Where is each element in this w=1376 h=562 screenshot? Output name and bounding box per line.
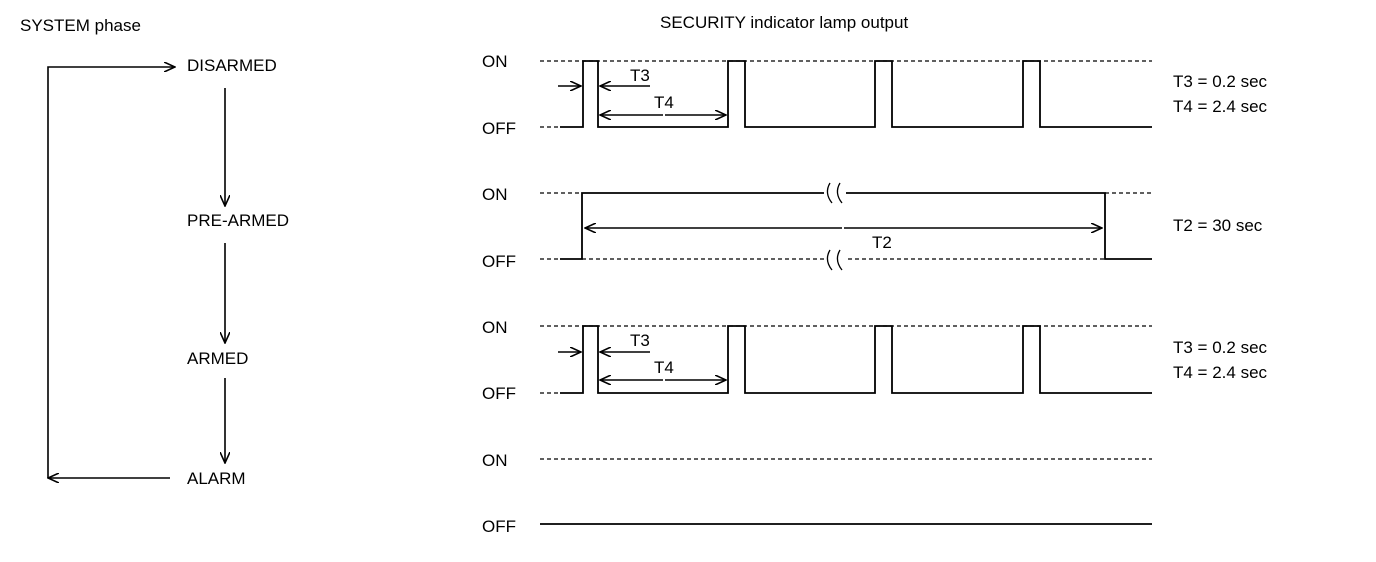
- row3-t3-label: T3: [630, 331, 650, 350]
- row3-t3-value: T3 = 0.2 sec: [1173, 338, 1268, 357]
- phase-armed: ARMED: [187, 349, 248, 368]
- row3-reference-lines: [540, 325, 1152, 394]
- phase-disarmed: DISARMED: [187, 56, 277, 75]
- row2-t2-label: T2: [872, 233, 892, 252]
- phase-prearmed: PRE-ARMED: [187, 211, 289, 230]
- row3-timing-arrows: [558, 352, 726, 380]
- row3-off-label: OFF: [482, 384, 516, 403]
- phase-alarm: ALARM: [187, 469, 246, 488]
- row3-t4-value: T4 = 2.4 sec: [1173, 363, 1268, 382]
- system-phase-title: SYSTEM phase: [20, 16, 141, 35]
- row3-pulse-waveform: [560, 325, 1152, 394]
- row2-t2-value: T2 = 30 sec: [1173, 216, 1263, 235]
- lamp-output-title: SECURITY indicator lamp output: [660, 13, 908, 32]
- row2-on-label: ON: [482, 185, 508, 204]
- row1-on-label: ON: [482, 52, 508, 71]
- row2-off-label: OFF: [482, 252, 516, 271]
- row1-t4-value: T4 = 2.4 sec: [1173, 97, 1268, 116]
- row1-reference-lines: [540, 60, 1152, 128]
- row4-off-label: OFF: [482, 517, 516, 536]
- phase-flow: [48, 67, 225, 478]
- row1-pulse-waveform: [560, 60, 1152, 128]
- row1-t4-label: T4: [654, 93, 674, 112]
- arrow-loop-to-disarmed: [47, 67, 175, 478]
- row1-t3-value: T3 = 0.2 sec: [1173, 72, 1268, 91]
- row1-t3-label: T3: [630, 66, 650, 85]
- row2-break-marks: [824, 180, 846, 273]
- row1-off-label: OFF: [482, 119, 516, 138]
- row4-on-label: ON: [482, 451, 508, 470]
- row2-pulse-waveform: [560, 192, 1152, 260]
- row1-timing-arrows: [558, 86, 726, 115]
- row3-t4-label: T4: [654, 358, 674, 377]
- row3-on-label: ON: [482, 318, 508, 337]
